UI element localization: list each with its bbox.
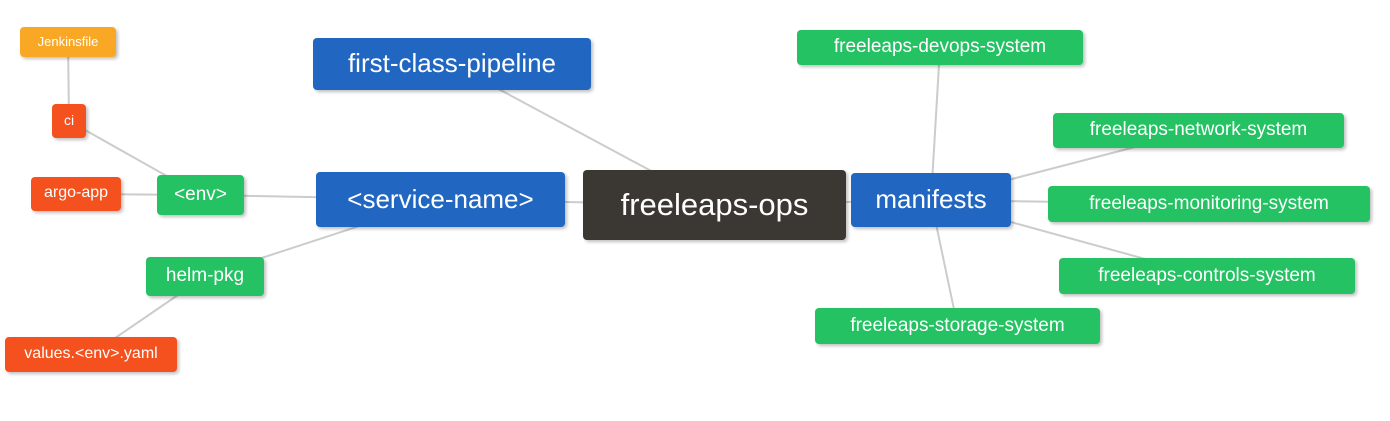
- node-label: freeleaps-network-system: [1089, 119, 1308, 140]
- node-label: ci: [63, 112, 75, 128]
- node-label: freeleaps-ops: [620, 186, 809, 222]
- node-service-name[interactable]: <service-name>: [316, 172, 565, 227]
- node-label: <service-name>: [347, 183, 534, 214]
- node-freeleaps-storage-system[interactable]: freeleaps-storage-system: [815, 308, 1100, 344]
- node-freeleaps-monitoring-system[interactable]: freeleaps-monitoring-system: [1048, 186, 1370, 222]
- node-label: manifests: [875, 184, 987, 214]
- node-label: first-class-pipeline: [347, 48, 557, 78]
- node-jenkinsfile[interactable]: Jenkinsfile: [20, 27, 116, 57]
- node-manifests[interactable]: manifests: [851, 173, 1011, 227]
- node-label: freeleaps-devops-system: [833, 36, 1047, 57]
- node-first-class-pipeline[interactable]: first-class-pipeline: [313, 38, 591, 90]
- node-label: freeleaps-controls-system: [1098, 264, 1316, 286]
- node-helm-pkg[interactable]: helm-pkg: [146, 257, 264, 296]
- node-freeleaps-network-system[interactable]: freeleaps-network-system: [1053, 113, 1344, 148]
- node-label: argo-app: [43, 184, 109, 201]
- node-freeleaps-controls-system[interactable]: freeleaps-controls-system: [1059, 258, 1355, 294]
- node-label: helm-pkg: [165, 265, 245, 286]
- node-values-env-yaml[interactable]: values.<env>.yaml: [5, 337, 177, 372]
- node-label: Jenkinsfile: [37, 33, 99, 49]
- node-label: values.<env>.yaml: [24, 344, 158, 362]
- node-label: <env>: [174, 183, 227, 205]
- node-env[interactable]: <env>: [157, 175, 244, 215]
- node-ci[interactable]: ci: [52, 104, 86, 138]
- node-label: freeleaps-monitoring-system: [1089, 192, 1329, 214]
- node-freeleaps-ops[interactable]: freeleaps-ops: [583, 170, 846, 240]
- node-argo-app[interactable]: argo-app: [31, 177, 121, 211]
- node-label: freeleaps-storage-system: [850, 314, 1065, 336]
- node-freeleaps-devops-system[interactable]: freeleaps-devops-system: [797, 30, 1083, 65]
